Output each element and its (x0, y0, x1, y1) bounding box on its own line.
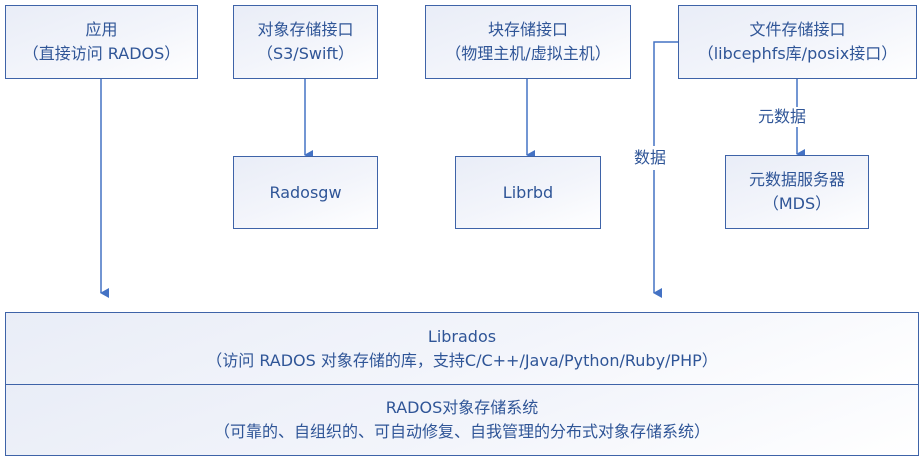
mds-title: 元数据服务器 (748, 170, 845, 189)
object-storage-subtitle: （S3/Swift） (256, 44, 355, 63)
block-storage-interface-box: 块存储接口 （物理主机/虚拟主机） (425, 5, 631, 79)
librados-subtitle: （访问 RADOS 对象存储的库，支持C/C++/Java/Python/Rub… (206, 350, 718, 370)
app-box-subtitle: （直接访问 RADOS） (22, 44, 181, 63)
app-box-title: 应用 (85, 20, 118, 39)
mds-subtitle: （MDS） (762, 194, 832, 213)
librados-box: Librados （访问 RADOS 对象存储的库，支持C/C++/Java/P… (5, 312, 919, 385)
rados-title: RADOS对象存储系统 (385, 398, 539, 417)
file-storage-interface-box: 文件存储接口 （libcephfs库/posix接口） (678, 5, 917, 79)
block-storage-title: 块存储接口 (487, 20, 568, 39)
object-storage-title: 对象存储接口 (257, 20, 354, 39)
file-storage-title: 文件存储接口 (749, 20, 846, 39)
librados-title: Librados (427, 326, 497, 346)
rados-subtitle: （可靠的、自组织的、可自动修复、自我管理的分布式对象存储系统） (213, 422, 710, 441)
librbd-box: Librbd (455, 156, 601, 229)
librbd-title: Librbd (502, 182, 554, 202)
app-direct-rados-box: 应用 （直接访问 RADOS） (5, 5, 198, 79)
arrow-file-data-to-librados (653, 41, 678, 298)
rados-box: RADOS对象存储系统 （可靠的、自组织的、可自动修复、自我管理的分布式对象存储… (5, 384, 919, 456)
data-edge-label: 数据 (634, 146, 667, 170)
radosgw-box: Radosgw (233, 156, 378, 229)
mds-box: 元数据服务器 （MDS） (725, 155, 869, 229)
radosgw-title: Radosgw (269, 182, 342, 202)
file-storage-subtitle: （libcephfs库/posix接口） (697, 44, 898, 63)
metadata-edge-label: 元数据 (756, 107, 809, 127)
object-storage-interface-box: 对象存储接口 （S3/Swift） (233, 5, 378, 79)
block-storage-subtitle: （物理主机/虚拟主机） (445, 44, 611, 63)
